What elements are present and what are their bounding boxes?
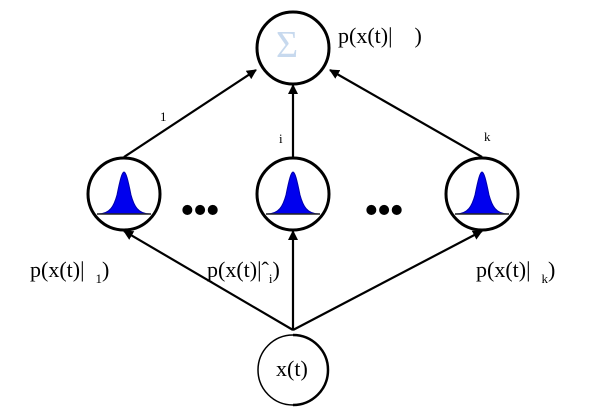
sum-node [255,10,331,86]
component-label-2: p(x(t)|ˆi) [185,237,280,303]
component-label-3-sub: k [541,271,549,286]
component-node-1 [86,156,162,232]
input-node [257,333,330,407]
ellipsis-left: ••• [180,188,220,234]
component-label-1: p(x(t)| 1) [8,237,109,303]
component-label-2-main: p(x(t)|ˆ [207,257,269,282]
component-label-1-end: ) [102,257,110,282]
component-label-2-end: ) [272,257,280,282]
weight-label-i: i [279,131,283,146]
sum-node-label: p(x(t)| ) [338,23,422,48]
edge-input-to-component-3 [292,230,483,331]
component-label-1-sub: 1 [95,271,103,286]
sigma-icon: Σ [276,24,299,66]
gaussian-curve-icon [97,171,151,215]
edge-component-1-to-sum [123,69,257,158]
component-label-1-main: p(x(t)| [30,257,96,282]
edge-input-to-component-1 [123,230,294,331]
ellipsis-right: ••• [364,188,404,234]
input-node-label: x(t) [276,356,308,381]
component-node-3 [444,156,520,232]
component-label-3-end: ) [548,257,556,282]
edge-component-3-to-sum [329,69,483,158]
component-node-2 [255,156,331,232]
weight-label-k: k [484,129,491,144]
gaussian-curve-icon [266,171,320,215]
component-label-2-sub: i [268,271,273,286]
gaussian-curve-icon [455,171,509,215]
component-label-3-main: p(x(t)| [476,257,542,282]
weight-label-1: 1 [160,109,167,124]
component-label-3: p(x(t)| k) [454,237,555,303]
